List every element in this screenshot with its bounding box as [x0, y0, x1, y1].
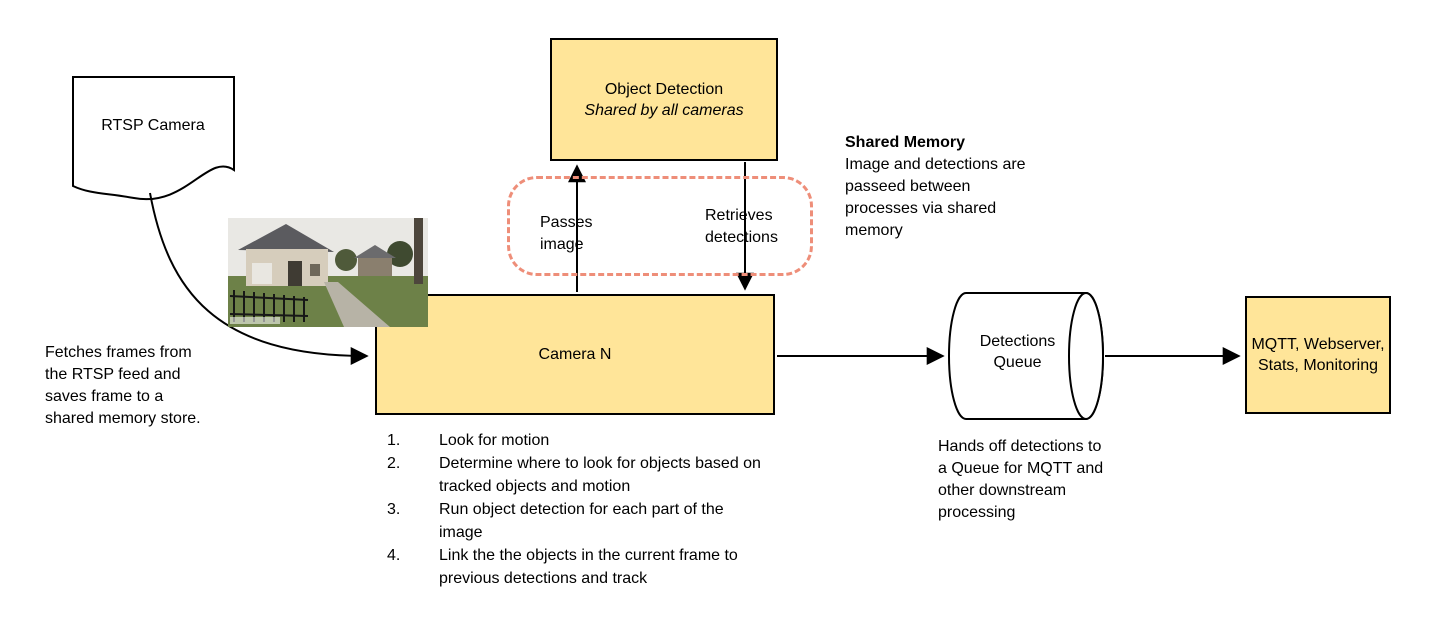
camera-n-label: Camera N [538, 346, 612, 363]
fetch-note: Fetches frames from the RTSP feed and sa… [45, 344, 201, 427]
queue-note: Hands off detections to a Queue for MQTT… [938, 438, 1104, 521]
passes-image-label: Passes image [540, 214, 593, 253]
output-box-label: MQTT, Webserver, Stats, Monitoring [1251, 336, 1385, 374]
camera-n-box: Camera N [375, 294, 775, 415]
object-detection-title: Object Detection [604, 80, 724, 98]
list-item: 2. Determine where to look for objects b… [383, 452, 773, 498]
detections-queue-end-cap [1068, 292, 1104, 420]
step-number: 2. [387, 455, 401, 472]
shared-memory-note: Shared Memory Image and detections are p… [845, 132, 1035, 242]
camera-snapshot-art [228, 218, 428, 327]
step-number: 4. [387, 547, 401, 564]
step-text: Look for motion [439, 432, 550, 449]
shared-memory-body: Image and detections are passeed between… [845, 156, 1026, 239]
rtsp-to-camera-arrow [149, 192, 369, 365]
step-text: Determine where to look for objects base… [439, 455, 761, 495]
rtsp-document-shape [72, 76, 235, 201]
camera-snapshot [228, 218, 428, 327]
output-box: MQTT, Webserver, Stats, Monitoring [1245, 296, 1391, 414]
list-item: 1. Look for motion [383, 429, 773, 452]
retrieves-detections-label: Retrieves detections [705, 207, 778, 246]
step-number: 3. [387, 501, 401, 518]
shared-memory-region [507, 176, 813, 276]
camera-steps-list: 1. Look for motion 2. Determine where to… [383, 429, 773, 590]
object-detection-box: Object Detection Shared by all cameras [550, 38, 778, 161]
step-text: Run object detection for each part of th… [439, 501, 724, 541]
list-item: 4. Link the the objects in the current f… [383, 544, 773, 590]
step-number: 1. [387, 432, 401, 449]
camera-timestamp-overlay [230, 317, 280, 324]
detections-queue-label: Detections Queue [979, 333, 1056, 371]
rtsp-camera-label: RTSP Camera [101, 117, 205, 134]
step-text: Link the the objects in the current fram… [439, 547, 738, 587]
list-item: 3. Run object detection for each part of… [383, 498, 773, 544]
object-detection-subtitle: Shared by all cameras [584, 101, 744, 119]
shared-memory-title: Shared Memory [845, 134, 966, 151]
